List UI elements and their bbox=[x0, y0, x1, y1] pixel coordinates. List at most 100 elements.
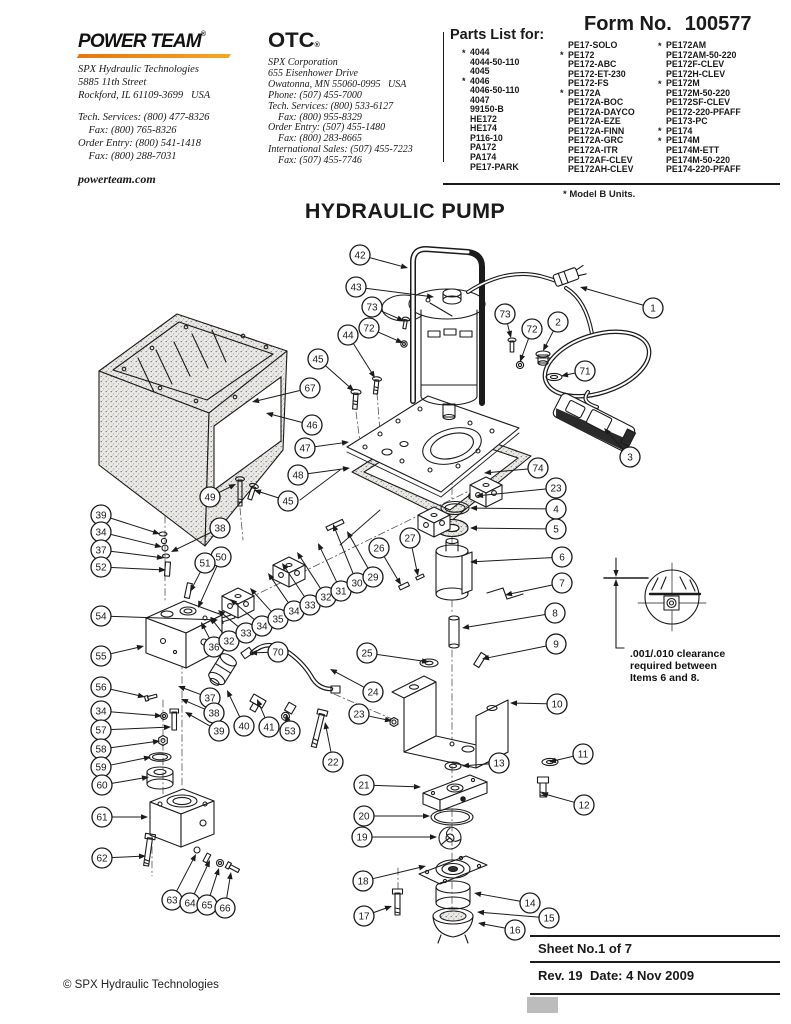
callout-20: 20 bbox=[353, 805, 430, 827]
pl-item: 4045 bbox=[470, 66, 490, 77]
svg-text:18: 18 bbox=[357, 877, 369, 888]
pl-item: HE172 bbox=[470, 113, 497, 124]
callout-11: 11 bbox=[549, 743, 594, 765]
pl-item: *PE172A bbox=[560, 87, 601, 99]
callout-45: 45 bbox=[307, 348, 354, 391]
callout-30: 30 bbox=[333, 524, 368, 594]
svg-text:10: 10 bbox=[551, 700, 563, 711]
callout-70: 70 bbox=[250, 641, 289, 663]
svg-text:32: 32 bbox=[320, 593, 332, 604]
addr-line: SPX Hydraulic Technologies bbox=[78, 63, 199, 75]
pl-item: PE172-ET-230 bbox=[568, 68, 626, 79]
svg-text:50: 50 bbox=[215, 553, 227, 564]
pl-item: PE172AH-CLEV bbox=[568, 164, 634, 175]
model-b-star: * bbox=[462, 76, 466, 87]
footer-rule-top bbox=[530, 935, 780, 937]
callout-39: 39 bbox=[90, 504, 160, 535]
callout-10: 10 bbox=[510, 693, 568, 715]
callout-72: 72 bbox=[358, 317, 403, 343]
callout-16: 16 bbox=[478, 919, 526, 941]
registered-mark: ® bbox=[200, 31, 206, 38]
addr-line: International Sales: (507) 455-7223 bbox=[268, 144, 413, 156]
callout-34: 34 bbox=[90, 700, 162, 722]
callout-15: 15 bbox=[477, 907, 560, 929]
svg-text:23: 23 bbox=[550, 484, 562, 495]
remote-pendant bbox=[552, 392, 637, 452]
screw-45b bbox=[247, 482, 259, 501]
callout-1: 1 bbox=[580, 286, 664, 319]
svg-text:35: 35 bbox=[272, 615, 284, 626]
svg-text:2: 2 bbox=[555, 318, 561, 329]
svg-text:8: 8 bbox=[552, 609, 558, 620]
callout-67: 67 bbox=[252, 377, 321, 404]
callout-29: 29 bbox=[347, 531, 384, 588]
pl-item: HE174 bbox=[470, 123, 497, 134]
svg-text:32: 32 bbox=[223, 637, 235, 648]
callout-49: 49 bbox=[199, 484, 236, 508]
callout-34: 34 bbox=[230, 599, 273, 637]
svg-text:58: 58 bbox=[95, 745, 107, 756]
pl-item: PE174-220-PFAFF bbox=[666, 164, 741, 175]
pl-item: PA172 bbox=[470, 142, 497, 153]
callout-3: 3 bbox=[604, 428, 641, 468]
callout-22: 22 bbox=[322, 722, 344, 773]
svg-text:72: 72 bbox=[363, 324, 375, 335]
pl-item: 4047 bbox=[470, 94, 490, 105]
svg-text:3: 3 bbox=[627, 453, 633, 464]
pump-body bbox=[143, 788, 241, 874]
callout-45: 45 bbox=[254, 489, 299, 512]
footer-rule-bottom bbox=[530, 993, 780, 995]
svg-text:20: 20 bbox=[358, 812, 370, 823]
callout-33: 33 bbox=[282, 563, 321, 616]
svg-text:40: 40 bbox=[238, 722, 250, 733]
model-b-star: * bbox=[658, 135, 662, 146]
callout-17: 17 bbox=[353, 905, 392, 927]
svg-text:13: 13 bbox=[493, 759, 505, 770]
bolt-62 bbox=[143, 832, 157, 867]
svg-text:27: 27 bbox=[404, 534, 416, 545]
svg-text:17: 17 bbox=[358, 912, 370, 923]
svg-text:39: 39 bbox=[95, 511, 107, 522]
callout-61: 61 bbox=[91, 806, 148, 828]
callout-72: 72 bbox=[519, 318, 543, 362]
motor-assembly bbox=[381, 246, 486, 421]
model-b-star: * bbox=[560, 50, 564, 61]
revision-label: Rev. 19 bbox=[538, 968, 583, 983]
svg-text:45: 45 bbox=[282, 497, 294, 508]
svg-text:74: 74 bbox=[532, 464, 544, 475]
callout-4: 4 bbox=[470, 498, 567, 520]
coupling-parts bbox=[419, 492, 524, 669]
reservoir-tank bbox=[98, 313, 288, 547]
callout-62: 62 bbox=[91, 847, 146, 869]
svg-text:65: 65 bbox=[201, 901, 213, 912]
valve-plate bbox=[422, 774, 488, 812]
svg-text:16: 16 bbox=[509, 926, 521, 937]
callout-23: 23 bbox=[476, 477, 567, 499]
svg-text:34: 34 bbox=[95, 707, 107, 718]
bolt-49 bbox=[234, 476, 246, 507]
clearance-detail bbox=[603, 557, 707, 649]
header-horizontal-rule bbox=[443, 183, 780, 185]
callout-35: 35 bbox=[250, 588, 289, 630]
clearance-note-line3: Items 6 and 8. bbox=[630, 672, 700, 684]
svg-text:34: 34 bbox=[95, 528, 107, 539]
callout-73: 73 bbox=[494, 303, 516, 338]
addr-line: Rockford, IL 61109-3699 USA bbox=[78, 89, 211, 101]
svg-text:33: 33 bbox=[304, 601, 316, 612]
svg-text:44: 44 bbox=[342, 331, 354, 342]
addr-line: Fax: (800) 765-8326 bbox=[78, 124, 177, 136]
callout-60: 60 bbox=[91, 774, 149, 796]
svg-text:60: 60 bbox=[96, 781, 108, 792]
svg-text:1: 1 bbox=[650, 304, 656, 315]
callout-27: 27 bbox=[399, 527, 421, 576]
page-title: HYDRAULIC PUMP bbox=[304, 199, 506, 223]
callout-14: 14 bbox=[474, 891, 541, 914]
model-b-star: * bbox=[658, 78, 662, 89]
callout-33: 33 bbox=[218, 610, 257, 644]
pl-item: PE174M-50-220 bbox=[666, 154, 731, 165]
addr-line: Order Entry: (507) 455-1480 bbox=[268, 122, 386, 134]
svg-text:15: 15 bbox=[543, 914, 555, 925]
